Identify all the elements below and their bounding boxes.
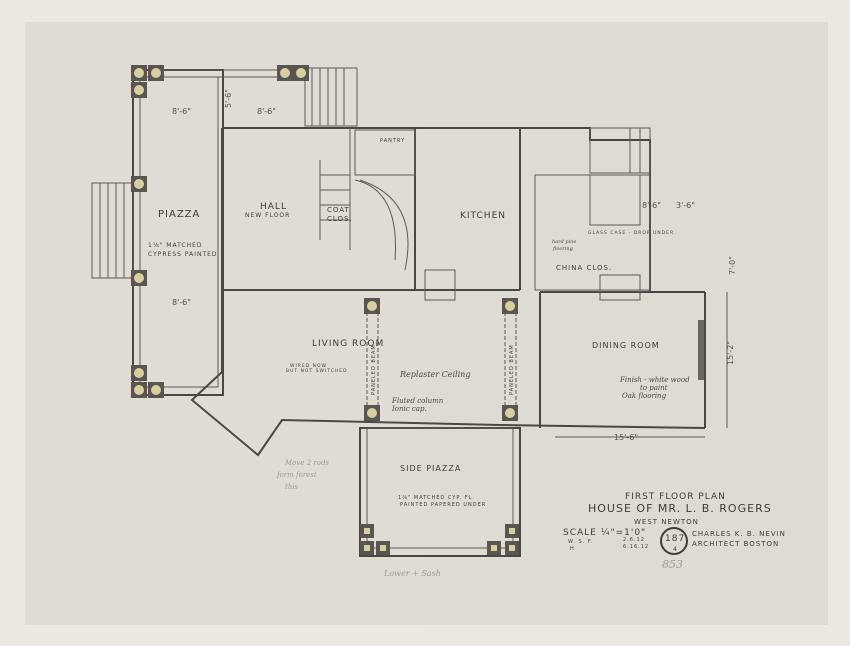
sheet-number: 187 — [665, 534, 685, 544]
pencil-note-3: this — [285, 483, 299, 491]
label-dining-note3: Oak flooring — [622, 392, 667, 400]
label-piazza: PIAZZA — [158, 209, 200, 220]
room-labels: PIAZZA 1⅛" MATCHED CYPRESS PAINTED HALL … — [148, 138, 690, 508]
label-side-piazza: SIDE PIAZZA — [400, 464, 461, 473]
label-dining-note: Finish - white wood — [619, 376, 690, 384]
label-china-clos: CHINA CLOS. — [556, 264, 612, 272]
label-paneled-beam: PANELED BEAM — [371, 344, 377, 395]
date2: 6.16.12 — [623, 544, 649, 550]
architect: CHARLES K. B. NEVIN — [692, 530, 786, 538]
label-piazza-note2: CYPRESS PAINTED — [148, 251, 218, 258]
pencil-note-1: Move 2 rods — [284, 459, 329, 467]
pencil-notes: Move 2 rods form forest this Lower + Sas… — [276, 459, 441, 578]
catalog-number: 853 — [662, 558, 683, 571]
pencil-note-2: form forest — [276, 471, 317, 479]
title-block: FIRST FLOOR PLAN HOUSE OF MR. L. B. ROGE… — [563, 492, 786, 571]
label-dining-note2: to paint — [640, 384, 668, 392]
columns — [131, 65, 519, 555]
label-side-note2: PAINTED PAPERED UNDER — [400, 502, 486, 508]
location: WEST NEWTON — [634, 518, 699, 526]
initials: W. S. F. — [568, 539, 594, 545]
label-hardwood: hard pine — [552, 239, 576, 245]
label-kitchen: KITCHEN — [460, 211, 506, 221]
label-wired-note2: BUT NOT SWITCHED — [286, 368, 348, 374]
initials2: H — [570, 546, 575, 552]
walls — [91, 67, 706, 557]
title: FIRST FLOOR PLAN — [625, 492, 726, 502]
sheet-sub: 4 — [673, 546, 678, 553]
sheet-number-circle — [660, 527, 688, 555]
dim-porch-b: 3'-6" — [676, 201, 695, 210]
label-coat-clos: COAT — [327, 206, 350, 214]
label-pantry: PANTRY — [380, 138, 405, 144]
dim-piazza-top-right: 8'-6" — [257, 107, 276, 116]
label-hall: HALL — [260, 202, 287, 212]
dim-porch-a: 8'-6" — [642, 201, 661, 210]
dim-piazza-depth: 5'-6" — [224, 89, 233, 108]
label-hall-note: NEW FLOOR — [245, 212, 290, 219]
label-glass-case: GLASS CASE - DROP UNDER — [588, 230, 674, 236]
label-column-note2: Ionic cap. — [391, 405, 427, 413]
house-name: HOUSE OF MR. L. B. ROGERS — [588, 502, 772, 515]
label-paneled-beam2: PANELED BEAM — [509, 344, 515, 395]
dim-dining-depth: 15'-2" — [726, 341, 735, 365]
dim-piazza-top-left: 8'-6" — [172, 107, 191, 116]
dim-right-upper: 7'-0" — [728, 256, 737, 275]
label-column-note: Fluted column — [391, 397, 444, 405]
label-hardwood2: flooring — [552, 246, 573, 252]
label-dining-room: DINING ROOM — [592, 341, 660, 350]
label-coat-clos2: CLOS. — [327, 215, 353, 223]
label-side-note: 1⅛" MATCHED CYP. FL. — [398, 495, 475, 501]
label-piazza-note: 1⅛" MATCHED — [148, 242, 203, 249]
scale: SCALE ¼"=1'0" — [563, 528, 646, 538]
dimensions: 8'-6" 8'-6" 5'-6" 8'-6" 15'-6" 15'-2" 7'… — [172, 89, 737, 442]
label-living-room: LIVING ROOM — [312, 339, 384, 349]
label-wired-note: WIRED NOW — [290, 363, 327, 369]
date1: 2.6.12 — [623, 537, 645, 543]
label-living-note: Replaster Ceiling — [399, 370, 470, 379]
architect2: ARCHITECT BOSTON — [692, 540, 779, 548]
dim-piazza-bottom: 8'-6" — [172, 298, 191, 307]
pencil-note-4: Lower + Sash — [383, 569, 441, 578]
